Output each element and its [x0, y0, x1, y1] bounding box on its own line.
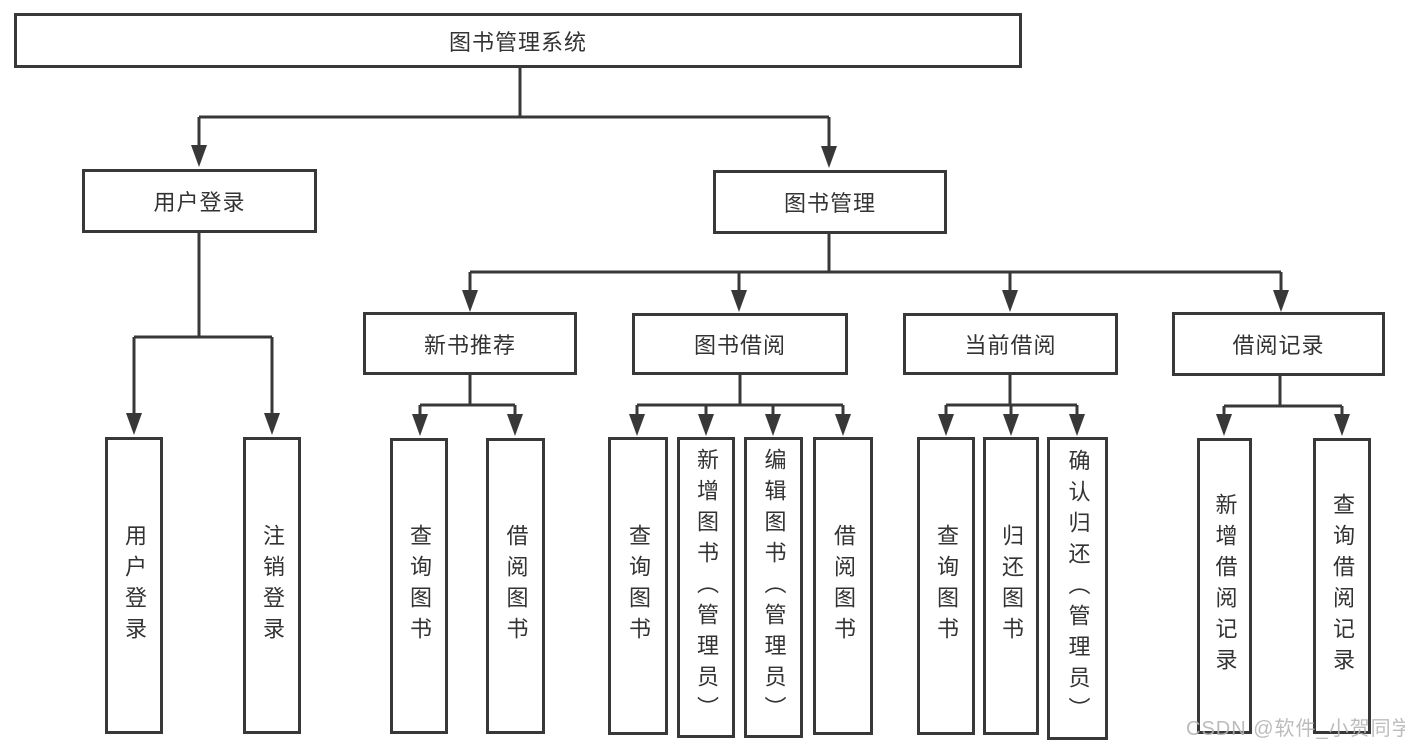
node-book-management: 图书管理 — [713, 170, 947, 234]
csdn-watermark: CSDN @软件_小贺同学 — [1186, 718, 1405, 740]
node-new-book-recommend: 新书推荐 — [363, 312, 577, 375]
node-label: 用户登录 — [122, 523, 147, 648]
connector-book-borrowing-children — [629, 375, 851, 436]
connector-user-login-children — [126, 233, 280, 435]
node-label: 归还图书 — [999, 524, 1024, 648]
node-leaf-query-books-3: 查询图书 — [917, 437, 975, 735]
node-leaf-query-books-1: 查询图书 — [390, 438, 448, 734]
node-label: 查询借阅记录 — [1330, 493, 1355, 679]
node-leaf-add-book-admin: 新增图书（管理员） — [677, 437, 735, 738]
node-leaf-user-login: 用户登录 — [105, 437, 163, 734]
node-current-borrowing: 当前借阅 — [903, 313, 1118, 375]
connector-root-to-level2 — [191, 68, 837, 168]
node-leaf-confirm-return-admin: 确认归还（管理员） — [1047, 437, 1108, 740]
connector-book-management-children — [462, 234, 1289, 312]
node-label: 新增借阅记录 — [1212, 493, 1238, 679]
node-label: 查询图书 — [626, 524, 651, 648]
node-label: 新增图书（管理员） — [694, 448, 719, 727]
node-label: 借阅图书 — [831, 524, 856, 648]
node-label: 查询图书 — [407, 524, 432, 648]
node-leaf-query-books-2: 查询图书 — [608, 437, 668, 735]
node-user-login: 用户登录 — [82, 169, 317, 233]
connector-new-book-children — [412, 375, 523, 436]
node-leaf-logout: 注销登录 — [243, 437, 301, 734]
node-borrowing-records: 借阅记录 — [1172, 312, 1385, 376]
node-leaf-borrow-books-2: 借阅图书 — [813, 437, 873, 735]
connector-current-borrowing-children — [938, 375, 1085, 436]
node-leaf-return-book: 归还图书 — [983, 437, 1039, 735]
node-leaf-query-borrow-record: 查询借阅记录 — [1313, 438, 1371, 734]
node-leaf-borrow-books-1: 借阅图书 — [486, 438, 545, 734]
node-label: 查询图书 — [934, 524, 959, 648]
node-label: 注销登录 — [260, 523, 285, 648]
node-leaf-add-borrow-record: 新增借阅记录 — [1197, 438, 1252, 734]
node-label: 编辑图书（管理员） — [761, 448, 787, 727]
node-book-borrowing: 图书借阅 — [632, 313, 848, 375]
node-label: 借阅图书 — [503, 524, 529, 648]
node-label: 确认归还（管理员） — [1065, 449, 1091, 728]
node-leaf-edit-book-admin: 编辑图书（管理员） — [744, 437, 803, 738]
node-root: 图书管理系统 — [14, 13, 1022, 68]
connector-borrowing-records-children — [1216, 376, 1350, 436]
